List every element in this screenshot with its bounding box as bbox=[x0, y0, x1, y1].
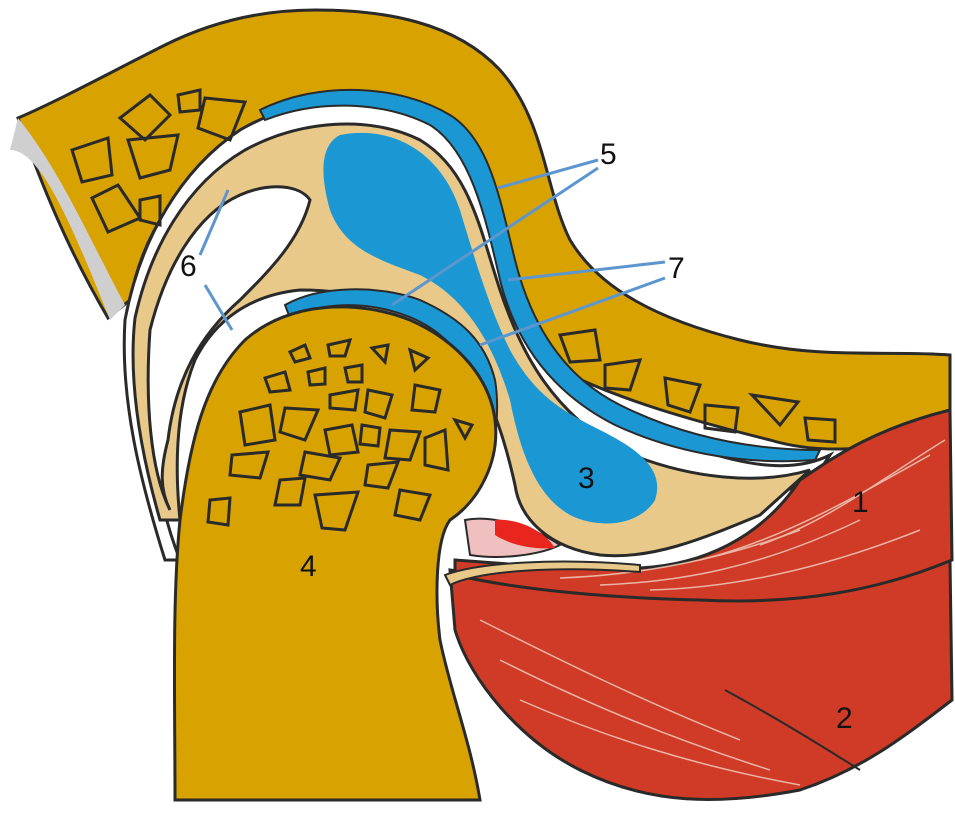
label-2: 2 bbox=[836, 702, 853, 735]
label-3: 3 bbox=[578, 462, 595, 495]
condyle bbox=[174, 307, 495, 800]
label-4: 4 bbox=[300, 550, 317, 583]
label-7: 7 bbox=[668, 252, 685, 285]
label-6: 6 bbox=[180, 250, 197, 283]
label-1: 1 bbox=[852, 486, 869, 519]
label-5: 5 bbox=[600, 138, 617, 171]
